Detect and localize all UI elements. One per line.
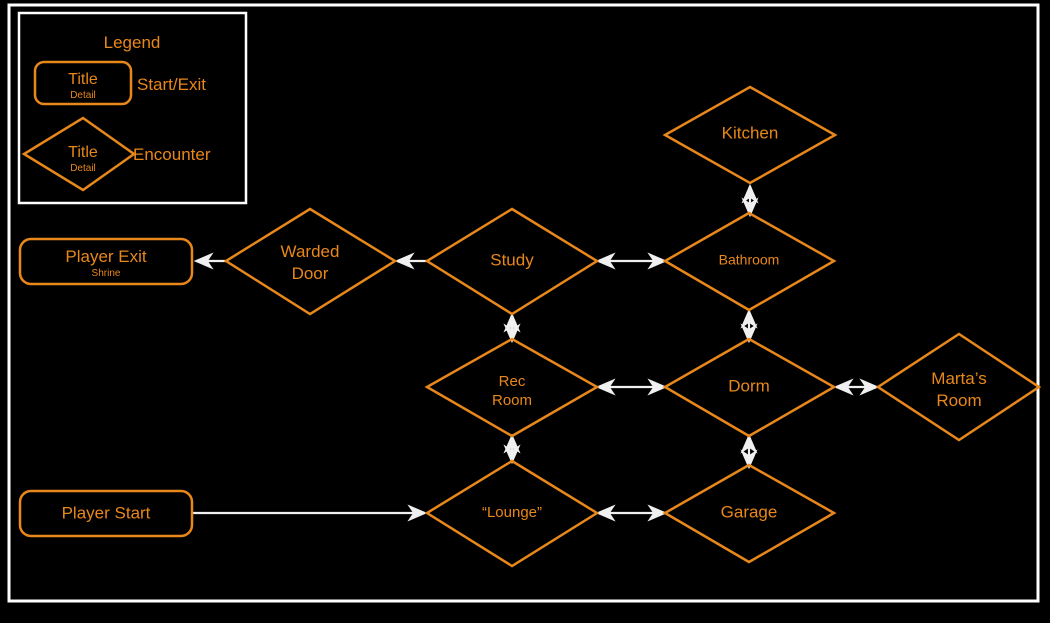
node-study-diamond [424,207,600,316]
node-kitchen-diamond [662,85,838,185]
node-rec-room[interactable]: Rec Room [424,337,600,438]
node-garage-title: Garage [721,502,778,521]
legend-encounter-sample-title: Title [68,144,98,161]
node-martas-room-title: Marta’s [931,369,986,388]
node-kitchen[interactable]: Kitchen [662,85,838,185]
legend-start-exit-shape [33,60,133,106]
node-player-exit[interactable]: Player Exit Shrine [18,237,194,286]
node-study-title: Study [490,250,534,269]
node-martas-room-detail: Room [936,391,981,410]
node-warded-door[interactable]: Warded Door [223,207,398,316]
node-dorm-diamond [662,337,837,438]
node-lounge[interactable]: “Lounge” [424,459,600,568]
node-player-start-rect [18,489,194,538]
node-warded-door-title: Warded [281,242,340,261]
node-warded-door-detail: Door [292,264,329,283]
node-dorm[interactable]: Dorm [662,337,837,438]
node-player-start-title: Player Start [62,503,151,522]
node-martas-room-diamond [875,332,1042,442]
node-lounge-title: “Lounge” [482,504,542,521]
node-study[interactable]: Study [424,207,600,316]
node-dorm-title: Dorm [728,376,770,395]
node-rec-room-detail: Room [492,392,532,409]
node-player-start[interactable]: Player Start [18,489,194,538]
node-player-exit-title: Player Exit [65,247,147,266]
legend-start-exit-label: Start/Exit [137,75,206,94]
node-garage[interactable]: Garage [662,463,837,564]
legend-start-exit-sample-title: Title [68,71,98,88]
node-bathroom[interactable]: Bathroom [662,211,837,312]
legend-box-border [17,11,248,205]
node-rec-room-title: Rec [499,373,526,390]
outer-frame [7,3,1040,603]
legend-panel: Legend Title Detail Start/Exit Title Det… [17,11,248,205]
legend-encounter-sample-detail: Detail [70,163,96,174]
node-martas-room[interactable]: Marta’s Room [875,332,1042,442]
edges-layer [193,183,880,522]
node-player-exit-detail: Shrine [92,268,121,279]
node-player-exit-rect [18,237,194,286]
legend-start-exit-sample-detail: Detail [70,90,96,101]
node-warded-door-diamond [223,207,398,316]
node-bathroom-title: Bathroom [719,252,780,268]
node-kitchen-title: Kitchen [722,123,779,142]
node-bathroom-diamond [662,211,837,312]
node-lounge-diamond [424,459,600,568]
node-garage-diamond [662,463,837,564]
legend-encounter-shape [21,116,137,192]
legend-title: Legend [104,33,161,52]
legend-encounter-label: Encounter [133,145,211,164]
nodes-layer: Kitchen Player Exit Shrine Warded Door S… [18,85,1042,568]
node-rec-room-diamond [424,337,600,438]
